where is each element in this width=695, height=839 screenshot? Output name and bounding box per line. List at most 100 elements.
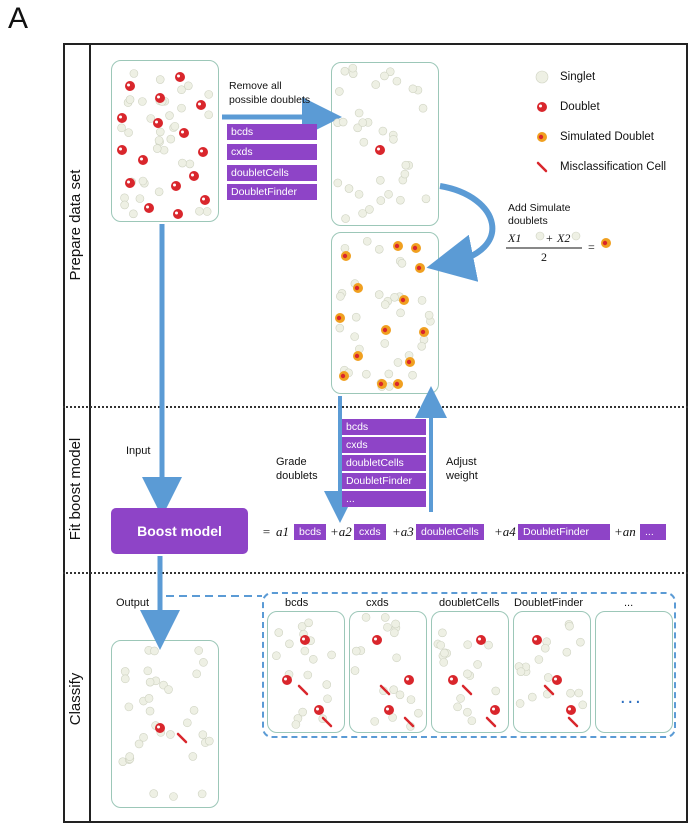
singlet-cell bbox=[149, 789, 159, 798]
singlet-cell bbox=[341, 214, 350, 223]
singlet-cell bbox=[155, 75, 165, 84]
method-tag-top: bcds bbox=[227, 124, 317, 140]
singlet-cell bbox=[194, 646, 204, 655]
doublet-cell bbox=[125, 178, 135, 188]
singlet-cell bbox=[333, 178, 343, 188]
doublet-cell bbox=[476, 635, 486, 645]
legend-simulated-label: Simulated Doublet bbox=[560, 131, 654, 143]
singlet-cell bbox=[565, 621, 574, 631]
formula-a1: a1 bbox=[276, 524, 289, 539]
singlet-cell bbox=[169, 792, 178, 801]
singlet-cell bbox=[378, 126, 388, 136]
singlet-cell bbox=[165, 111, 174, 120]
singlet-cell bbox=[124, 702, 134, 712]
singlet-cell bbox=[384, 369, 394, 379]
singlet-cell bbox=[456, 694, 465, 703]
doublet-cell bbox=[179, 128, 189, 138]
singlet-cell bbox=[335, 323, 345, 333]
doublet-cell bbox=[117, 113, 127, 123]
singlet-cell bbox=[491, 686, 501, 696]
method-tag-mid: DoubletFinder bbox=[342, 473, 426, 489]
singlet-cell bbox=[285, 639, 294, 649]
misclassification-mark bbox=[297, 684, 309, 696]
method-tag-mid: bcds bbox=[342, 419, 426, 435]
legend-doublet-label: Doublet bbox=[560, 101, 600, 113]
doublet-cell bbox=[200, 195, 210, 205]
singlet-cell bbox=[390, 293, 399, 302]
singlet-cell bbox=[350, 332, 359, 341]
singlet-cell bbox=[150, 646, 159, 656]
singlet-cell bbox=[417, 296, 427, 305]
singlet-cell bbox=[351, 646, 361, 656]
singlet-cell bbox=[380, 71, 389, 81]
classify-method-label: ... bbox=[624, 597, 634, 609]
doublet-cell bbox=[375, 145, 385, 155]
more-methods-ellipsis: ... bbox=[620, 686, 643, 708]
doublet-cell bbox=[372, 635, 382, 645]
singlet-cell bbox=[379, 686, 388, 696]
singlet-cell bbox=[204, 110, 213, 120]
singlet-cell bbox=[304, 618, 313, 628]
singlet-cell bbox=[393, 358, 403, 367]
formula-a3: +a3 bbox=[392, 524, 414, 539]
singlet-cell bbox=[562, 647, 572, 657]
singlet-cell bbox=[365, 205, 374, 214]
singlet-cell bbox=[340, 243, 350, 253]
singlet-cell bbox=[392, 653, 401, 663]
singlet-cell bbox=[120, 200, 129, 210]
singlet-cell bbox=[392, 76, 402, 86]
doublet-cell bbox=[198, 147, 208, 157]
singlet-cell bbox=[578, 700, 588, 710]
singlet-cell bbox=[327, 650, 336, 660]
singlet-cell bbox=[439, 658, 449, 667]
singlet-cell bbox=[566, 688, 575, 698]
singlet-cell bbox=[135, 194, 145, 203]
singlet-cell bbox=[417, 341, 427, 351]
grade-label-line1: Grade bbox=[276, 456, 307, 468]
doublet-cell bbox=[282, 675, 292, 685]
singlet-cell bbox=[192, 669, 202, 679]
singlet-cell bbox=[189, 705, 199, 715]
section-divider-1 bbox=[63, 406, 688, 408]
panel-letter: A bbox=[8, 2, 29, 35]
section-label-divider bbox=[89, 43, 91, 823]
formula-equals: = bbox=[262, 524, 271, 539]
singlet-cell bbox=[353, 123, 362, 133]
doublet-cell bbox=[314, 705, 324, 715]
singlet-cell bbox=[145, 677, 155, 687]
doublet-cell bbox=[155, 93, 165, 103]
singlet-cell bbox=[120, 674, 130, 684]
singlet-cell bbox=[400, 169, 410, 179]
doublet-cell bbox=[175, 72, 185, 82]
misclassification-mark bbox=[379, 684, 391, 696]
doublet-cell bbox=[153, 118, 163, 128]
boost-model-box: Boost model bbox=[111, 508, 248, 554]
doublet-cell bbox=[144, 203, 154, 213]
singlet-cell bbox=[139, 733, 148, 742]
doublet-cell bbox=[532, 635, 542, 645]
section-divider-2 bbox=[63, 572, 688, 574]
misclassification-mark bbox=[543, 684, 555, 696]
singlet-cell bbox=[145, 706, 155, 716]
singlet-cell bbox=[138, 97, 147, 106]
singlet-cell bbox=[385, 67, 395, 76]
doublet-cell bbox=[566, 705, 576, 715]
singlet-cell bbox=[164, 685, 173, 694]
singlet-cell bbox=[414, 708, 423, 718]
formula-a4: +a4 bbox=[494, 524, 516, 539]
formula-a2: +a2 bbox=[330, 524, 352, 539]
singlet-cell bbox=[515, 699, 525, 708]
eq-plus: + bbox=[546, 231, 553, 245]
singlet-cell bbox=[463, 707, 472, 717]
classify-method-label: doubletCells bbox=[439, 597, 500, 609]
singlet-cell bbox=[184, 81, 193, 91]
method-tag-top: doubletCells bbox=[227, 165, 317, 181]
formula-tag-cxds: cxds bbox=[354, 524, 386, 540]
misclassification-mark bbox=[536, 161, 548, 173]
doublet-cell bbox=[404, 675, 414, 685]
singlet-cell bbox=[134, 739, 144, 749]
singlet-cell bbox=[543, 673, 553, 682]
singlet-cell bbox=[188, 752, 198, 761]
singlet-cell bbox=[388, 713, 397, 722]
singlet-cell bbox=[358, 209, 367, 218]
